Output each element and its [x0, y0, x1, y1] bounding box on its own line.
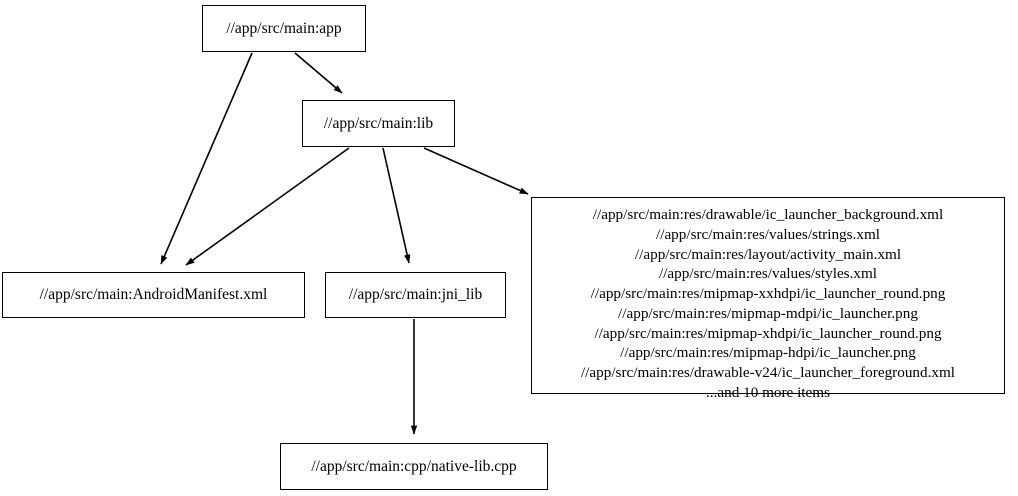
- node-native-lib[interactable]: //app/src/main:cpp/native-lib.cpp: [280, 443, 548, 490]
- node-androidmanifest-label: //app/src/main:AndroidManifest.xml: [39, 286, 268, 304]
- resource-line: //app/src/main:res/mipmap-mdpi/ic_launch…: [618, 304, 918, 322]
- edge-lib-to-resources: [423, 147, 529, 195]
- edge-lib-to-jni-lib: [382, 147, 411, 264]
- resource-line: //app/src/main:res/values/styles.xml: [658, 265, 878, 283]
- node-androidmanifest[interactable]: //app/src/main:AndroidManifest.xml: [2, 272, 305, 318]
- resource-line: //app/src/main:res/mipmap-xxhdpi/ic_laun…: [590, 285, 946, 302]
- node-lib[interactable]: //app/src/main:lib: [302, 100, 455, 147]
- resource-line: //app/src/main:res/drawable-v24/ic_launc…: [580, 364, 956, 381]
- resource-line: //app/src/main:res/drawable/ic_launcher_…: [592, 206, 944, 223]
- node-app-label: //app/src/main:app: [226, 19, 342, 37]
- resource-line: //app/src/main:res/layout/activity_main.…: [634, 245, 902, 263]
- node-jni-lib-label: //app/src/main:jni_lib: [348, 286, 483, 304]
- resource-line: //app/src/main:res/mipmap-hdpi/ic_launch…: [620, 344, 916, 362]
- resource-overflow-label: ...and 10 more items: [705, 383, 830, 401]
- resource-line: //app/src/main:res/values/strings.xml: [656, 225, 880, 243]
- resource-line: //app/src/main:res/mipmap-xhdpi/ic_launc…: [594, 324, 942, 342]
- edge-lib-to-androidmanifest: [185, 147, 350, 266]
- edge-app-to-androidmanifest: [160, 52, 253, 265]
- node-native-lib-label: //app/src/main:cpp/native-lib.cpp: [311, 457, 517, 475]
- node-jni-lib[interactable]: //app/src/main:jni_lib: [325, 272, 506, 318]
- edge-app-to-lib: [294, 52, 343, 94]
- node-lib-label: //app/src/main:lib: [323, 114, 434, 132]
- node-resources-bundle[interactable]: //app/src/main:res/drawable/ic_launcher_…: [531, 197, 1005, 401]
- node-app[interactable]: //app/src/main:app: [202, 5, 366, 52]
